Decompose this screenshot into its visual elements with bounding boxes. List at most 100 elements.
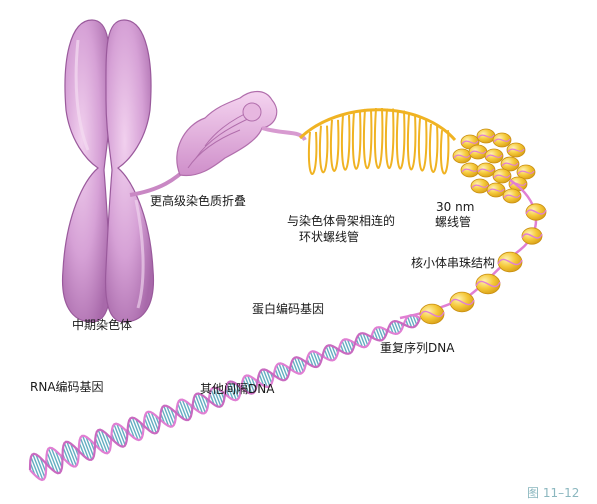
label-rna-coding-gene: RNA编码基因 bbox=[30, 380, 104, 394]
base-pair-rung bbox=[194, 394, 204, 414]
label-loop-domains-line2: 环状螺线管 bbox=[299, 230, 360, 244]
base-pair-rung bbox=[247, 375, 255, 393]
base-pair-rung bbox=[296, 357, 304, 372]
base-pair-rung bbox=[258, 373, 265, 386]
base-pair-rung bbox=[111, 427, 120, 446]
wrapped-dna bbox=[453, 154, 471, 159]
base-pair-rung bbox=[69, 443, 79, 463]
wrapped-dna bbox=[509, 182, 527, 187]
base-pair-rung bbox=[391, 322, 397, 335]
label-loop-domains-line1: 与染色体骨架相连的 bbox=[287, 214, 396, 228]
dna-backbone-strand bbox=[28, 317, 422, 475]
base-pair-rung bbox=[231, 381, 240, 399]
figure-number: 图 11–12 bbox=[527, 486, 580, 500]
wrapped-dna bbox=[449, 298, 475, 306]
higher-order-fiber bbox=[129, 90, 307, 197]
base-pair-rung bbox=[323, 349, 330, 360]
base-pair-rung bbox=[35, 454, 46, 478]
base-pair-rung bbox=[119, 425, 128, 442]
wrapped-dna bbox=[497, 258, 523, 266]
base-pair-rung bbox=[375, 327, 382, 341]
base-pair-rung bbox=[250, 376, 257, 390]
base-pair-rung bbox=[63, 442, 75, 467]
base-pair-rung bbox=[406, 316, 413, 328]
base-pair-rung bbox=[325, 346, 333, 361]
solenoid-30nm bbox=[452, 128, 536, 204]
base-pair-rung bbox=[393, 320, 400, 334]
wrapped-dna bbox=[521, 233, 543, 239]
loop-strand bbox=[417, 118, 428, 172]
label-solenoid-line1: 30 nm bbox=[436, 200, 475, 214]
base-pair-rung bbox=[113, 424, 124, 447]
base-pair-rung bbox=[315, 352, 322, 363]
base-pair-rung bbox=[97, 429, 108, 454]
base-pair-rung bbox=[178, 400, 188, 421]
base-pair-rung bbox=[185, 401, 192, 416]
base-pair-rung bbox=[228, 381, 238, 401]
base-pair-rung bbox=[147, 411, 158, 434]
base-pair-rung bbox=[150, 412, 159, 431]
label-solenoid-line2: 螺线管 bbox=[435, 215, 472, 229]
base-pair-rung bbox=[242, 378, 250, 394]
base-pair-rung bbox=[276, 364, 284, 381]
base-pair-rung bbox=[278, 363, 287, 381]
base-pair-rung bbox=[116, 423, 126, 446]
base-pair-rung bbox=[62, 447, 71, 465]
label-higher-folding: 更高级染色质折叠 bbox=[150, 194, 247, 208]
base-pair-rung bbox=[177, 403, 185, 420]
base-pair-rung bbox=[328, 345, 336, 360]
loop-strand bbox=[406, 113, 417, 171]
base-pair-rung bbox=[95, 432, 105, 453]
base-pair-rung bbox=[100, 429, 111, 452]
base-pair-rung bbox=[266, 369, 273, 384]
label-repeat-dna: 重复序列DNA bbox=[380, 341, 455, 355]
wrapped-dna bbox=[477, 168, 495, 173]
base-pair-rung bbox=[135, 418, 144, 437]
metaphase-chromosome bbox=[61, 19, 155, 323]
base-pair-rung bbox=[396, 321, 402, 331]
base-pair-rung bbox=[331, 345, 338, 358]
loop-strand bbox=[307, 131, 318, 175]
wrapped-dna bbox=[469, 150, 487, 155]
base-pair-rung bbox=[291, 359, 299, 374]
base-pair-rung bbox=[409, 315, 416, 328]
base-pair-rung bbox=[131, 417, 142, 440]
loop-strand bbox=[384, 108, 395, 170]
wrapped-dna bbox=[503, 194, 521, 199]
base-pair-rung bbox=[262, 369, 271, 387]
base-pair-rung bbox=[226, 383, 234, 401]
wrapped-dna bbox=[493, 174, 511, 179]
nucleosome-beads bbox=[419, 203, 547, 325]
loop-strands bbox=[307, 107, 450, 175]
base-pair-rung bbox=[281, 363, 289, 378]
base-pair-rung bbox=[412, 314, 418, 326]
base-pair-rung bbox=[127, 422, 136, 439]
loop-strand bbox=[340, 114, 351, 171]
wrapped-dna bbox=[487, 188, 505, 193]
base-pair-rung bbox=[362, 333, 369, 346]
wrapped-dna bbox=[501, 162, 519, 167]
base-pair-rung bbox=[79, 437, 90, 460]
base-pair-rung bbox=[309, 351, 317, 368]
base-pair-rung bbox=[161, 408, 170, 427]
base-pair-rung bbox=[47, 448, 59, 474]
wrapped-dna bbox=[477, 134, 495, 139]
base-pair-rung bbox=[260, 370, 268, 388]
base-pair-rung bbox=[359, 333, 367, 348]
base-pair-rung bbox=[200, 394, 208, 410]
base-pair-rung bbox=[378, 326, 384, 340]
base-pair-rung bbox=[85, 436, 95, 457]
base-pair-rung bbox=[193, 398, 200, 413]
base-pair-rung bbox=[341, 340, 348, 354]
base-pair-rung bbox=[129, 418, 139, 441]
label-metaphase-chromosome: 中期染色体 bbox=[72, 318, 133, 332]
base-pair-rung bbox=[66, 441, 77, 467]
loop-strand bbox=[318, 125, 329, 174]
base-pair-rung bbox=[216, 387, 224, 405]
base-pair-rung bbox=[212, 387, 222, 407]
wrapped-dna bbox=[493, 138, 511, 143]
base-pair-rung bbox=[312, 351, 320, 366]
label-protein-coding-gene: 蛋白编码基因 bbox=[252, 302, 325, 316]
base-pair-rung bbox=[357, 335, 364, 348]
